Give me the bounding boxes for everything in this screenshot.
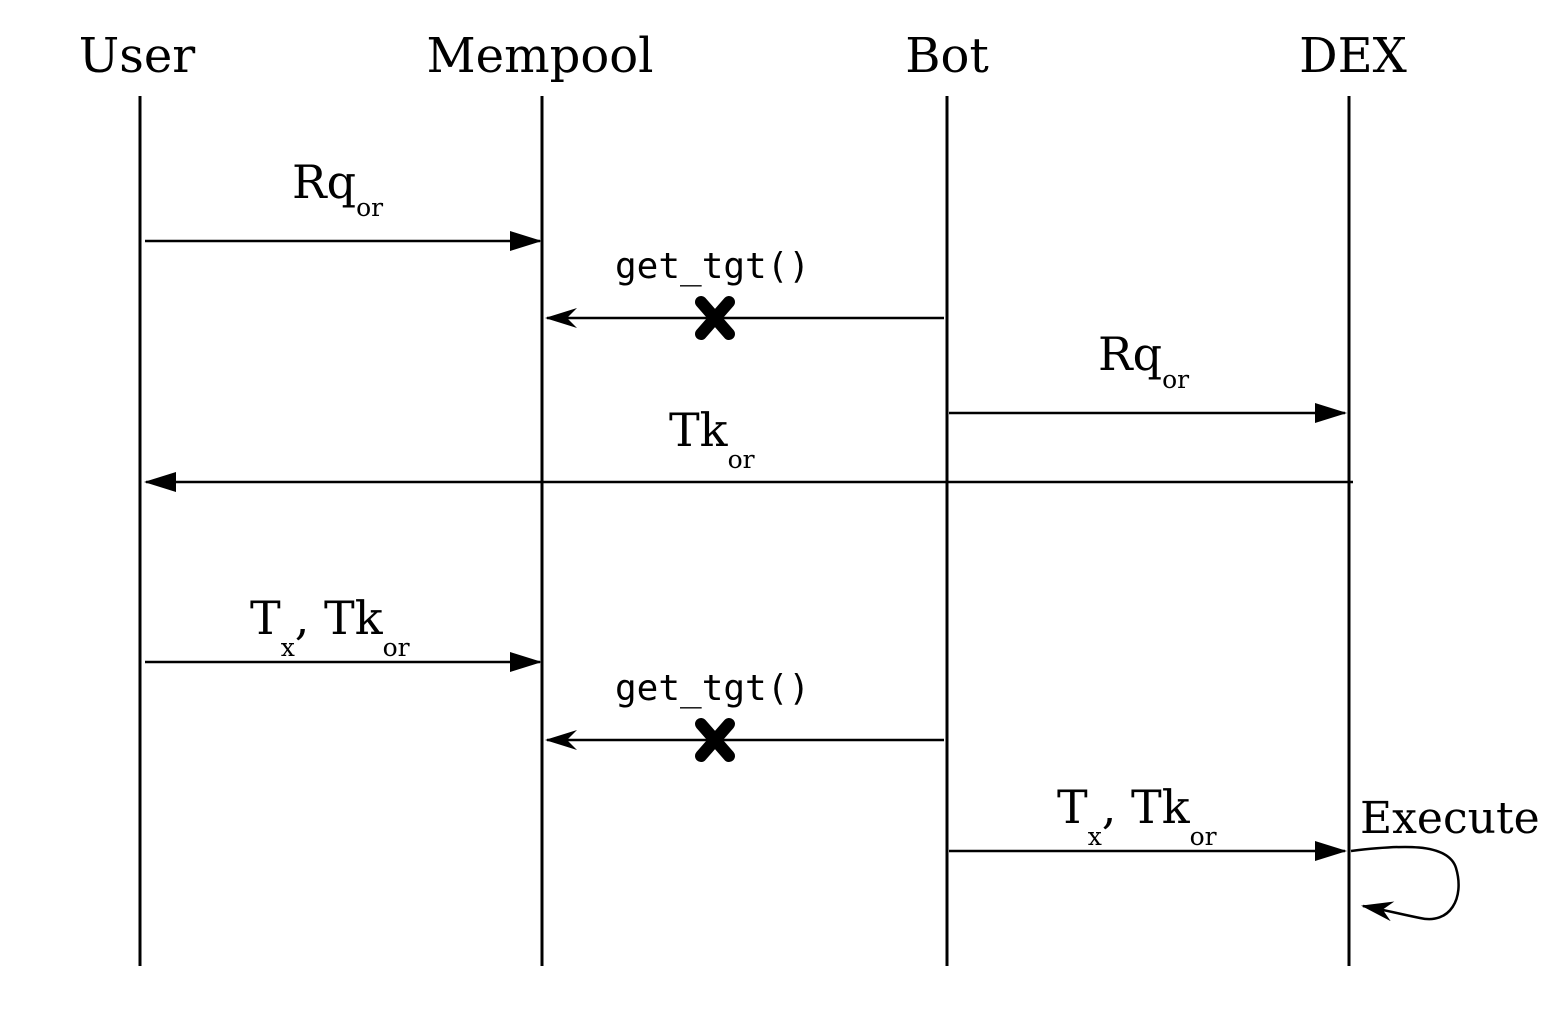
- message-label-2: get_tgt(): [615, 246, 810, 287]
- blocked-cross-icon: [695, 296, 735, 340]
- participant-bot: Bot: [905, 28, 988, 84]
- message-label-3: Rqor: [1098, 327, 1189, 394]
- message-label-1: Rqor: [292, 155, 383, 222]
- message-label-5: Tx, Tkor: [250, 591, 410, 662]
- blocked-cross-icon: [695, 718, 735, 762]
- self-loop-arrow: [1350, 845, 1460, 922]
- execute-label: Execute: [1360, 793, 1540, 844]
- message-label-6: get_tgt(): [615, 668, 810, 709]
- participant-user: User: [79, 28, 195, 84]
- participant-mempool: Mempool: [427, 28, 654, 84]
- message-label-7: Tx, Tkor: [1057, 780, 1217, 851]
- participant-dex: DEX: [1299, 28, 1407, 84]
- message-label-4: Tkor: [669, 403, 755, 474]
